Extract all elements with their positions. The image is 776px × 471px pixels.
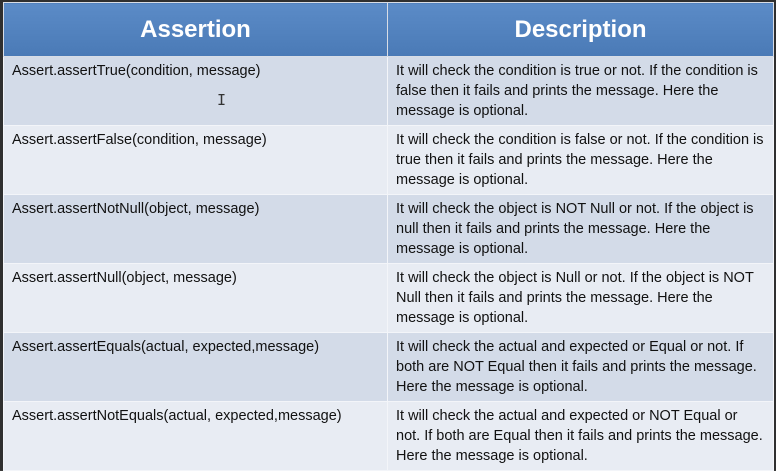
- description-cell: It will check the actual and expected or…: [387, 332, 774, 402]
- header-assertion: Assertion: [3, 2, 388, 57]
- table-row: Assert.assertNotNull(object, message) It…: [3, 194, 774, 264]
- assertion-cell: Assert.assertNotEquals(actual, expected,…: [3, 401, 388, 471]
- description-cell: It will check the actual and expected or…: [387, 401, 774, 471]
- header-description: Description: [387, 2, 774, 57]
- table-row: Assert.assertEquals(actual, expected,mes…: [3, 332, 774, 402]
- description-cell: It will check the object is Null or not.…: [387, 263, 774, 333]
- description-cell: It will check the object is NOT Null or …: [387, 194, 774, 264]
- text-cursor-icon: I: [217, 91, 227, 109]
- assertion-cell: Assert.assertFalse(condition, message): [3, 125, 388, 195]
- assertion-cell: Assert.assertEquals(actual, expected,mes…: [3, 332, 388, 402]
- table-row: Assert.assertNotEquals(actual, expected,…: [3, 401, 774, 471]
- assertions-table: Assertion Description Assert.assertTrue(…: [3, 2, 774, 471]
- assertion-cell: Assert.assertNull(object, message): [3, 263, 388, 333]
- table-header-row: Assertion Description: [3, 2, 774, 57]
- description-cell: It will check the condition is false or …: [387, 125, 774, 195]
- assertion-cell: Assert.assertNotNull(object, message): [3, 194, 388, 264]
- table-row: Assert.assertFalse(condition, message) I…: [3, 125, 774, 195]
- table-row: Assert.assertNull(object, message) It wi…: [3, 263, 774, 333]
- table-row: Assert.assertTrue(condition, message) It…: [3, 56, 774, 126]
- description-cell: It will check the condition is true or n…: [387, 56, 774, 126]
- assertion-cell: Assert.assertTrue(condition, message): [3, 56, 388, 126]
